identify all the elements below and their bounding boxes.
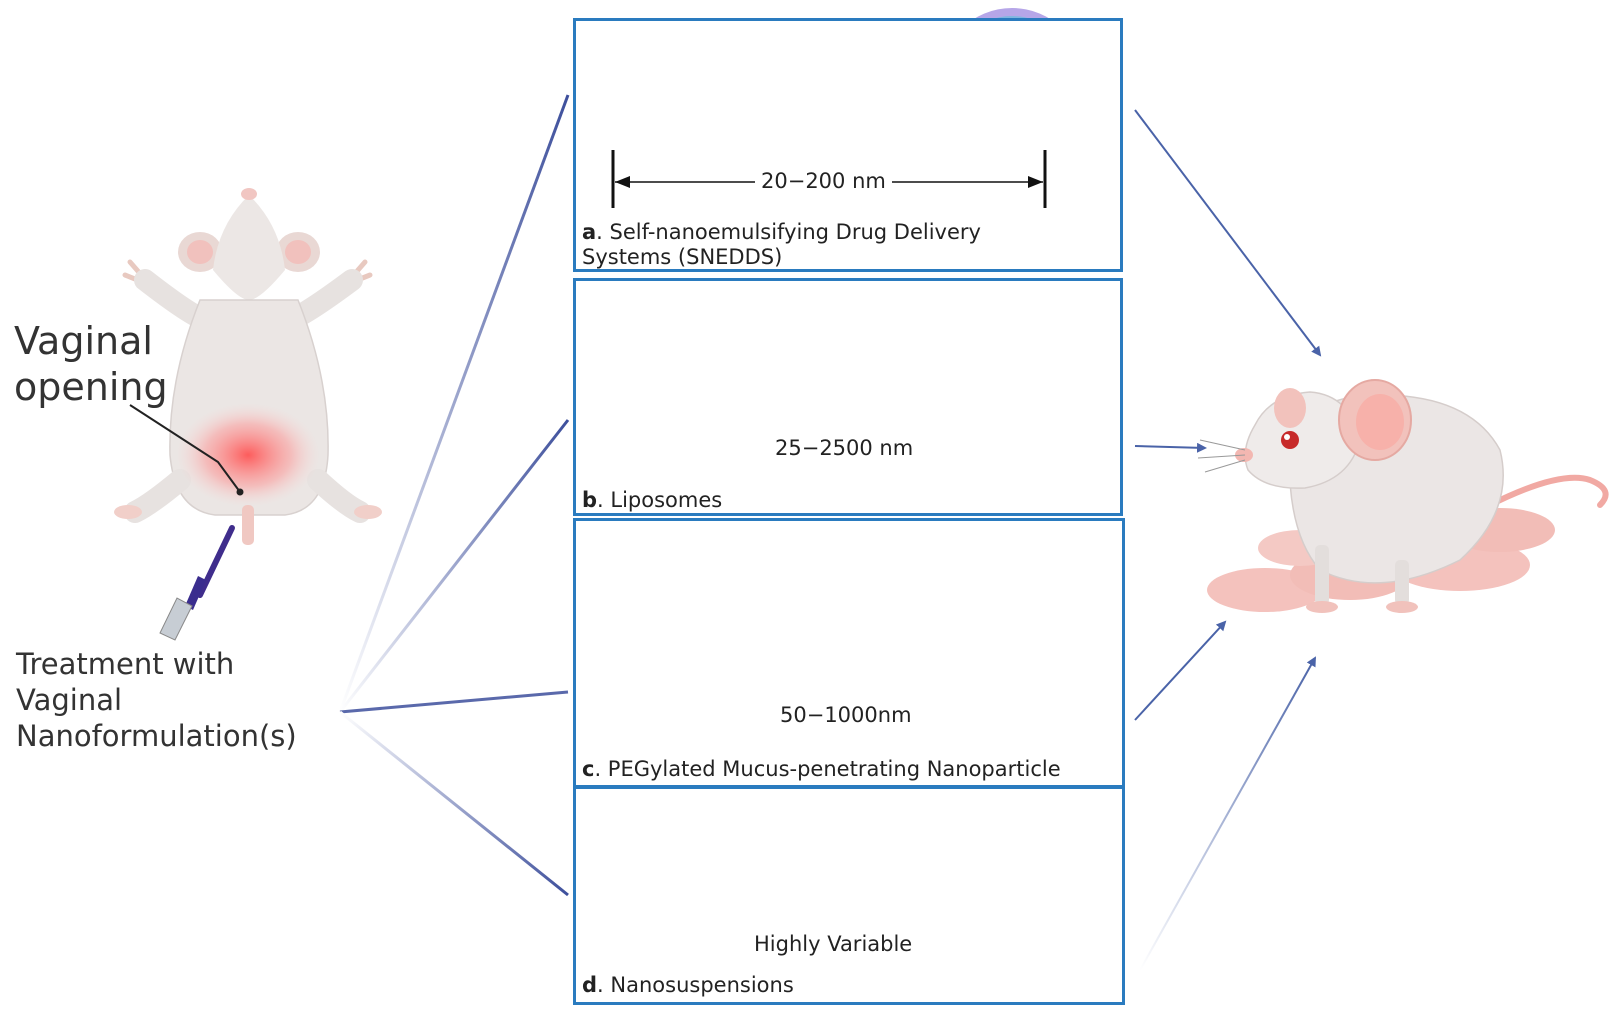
snedds-title-line2: Systems (SNEDDS) (582, 245, 783, 269)
treatment-label: Treatment with Vaginal Nanoformulation(s… (16, 646, 297, 754)
panel-nanosuspensions (573, 786, 1125, 1005)
connector-lines (338, 94, 570, 897)
nanosusp-title: . Nanosuspensions (597, 973, 794, 997)
nanosusp-caption: d. Nanosuspensions (582, 973, 794, 998)
snedds-size-range: 20−200 nm (755, 169, 892, 193)
snedds-caption: a. Self-nanoemulsifying Drug Delivery Sy… (582, 220, 981, 270)
liposome-caption: b. Liposomes (582, 488, 722, 513)
site-label: Vaginal opening (14, 318, 168, 410)
panel-pegylated (573, 518, 1125, 788)
snedds-title-line1: . Self-nanoemulsifying Drug Delivery (596, 220, 981, 244)
panel-letter-b: b (582, 488, 598, 512)
panel-letter-a: a (582, 220, 597, 244)
peg-title: . PEGylated Mucus-penetrating Nanopartic… (594, 757, 1061, 781)
panel-snedds (573, 18, 1123, 272)
treatment-line2: Vaginal (16, 683, 123, 717)
panel-letter-d: d (582, 973, 598, 997)
site-label-line1: Vaginal (14, 319, 153, 363)
panel-letter-c: c (582, 757, 595, 781)
result-arrows (1134, 109, 1322, 971)
nanosusp-size-range: Highly Variable (748, 932, 919, 956)
peg-caption: c. PEGylated Mucus-penetrating Nanoparti… (582, 757, 1061, 782)
treatment-line1: Treatment with (16, 647, 235, 681)
applicator-icon (159, 525, 235, 641)
supine-mouse-illustration (114, 188, 382, 641)
panel-liposomes (573, 278, 1123, 516)
peg-size-range: 50−1000nm (774, 703, 918, 727)
liposome-size-range: 25−2500 nm (769, 436, 920, 460)
mother-mouse-with-pups-illustration (1197, 379, 1609, 613)
site-label-line2: opening (14, 365, 168, 409)
treatment-line3: Nanoformulation(s) (16, 719, 297, 753)
liposome-title: . Liposomes (597, 488, 723, 512)
